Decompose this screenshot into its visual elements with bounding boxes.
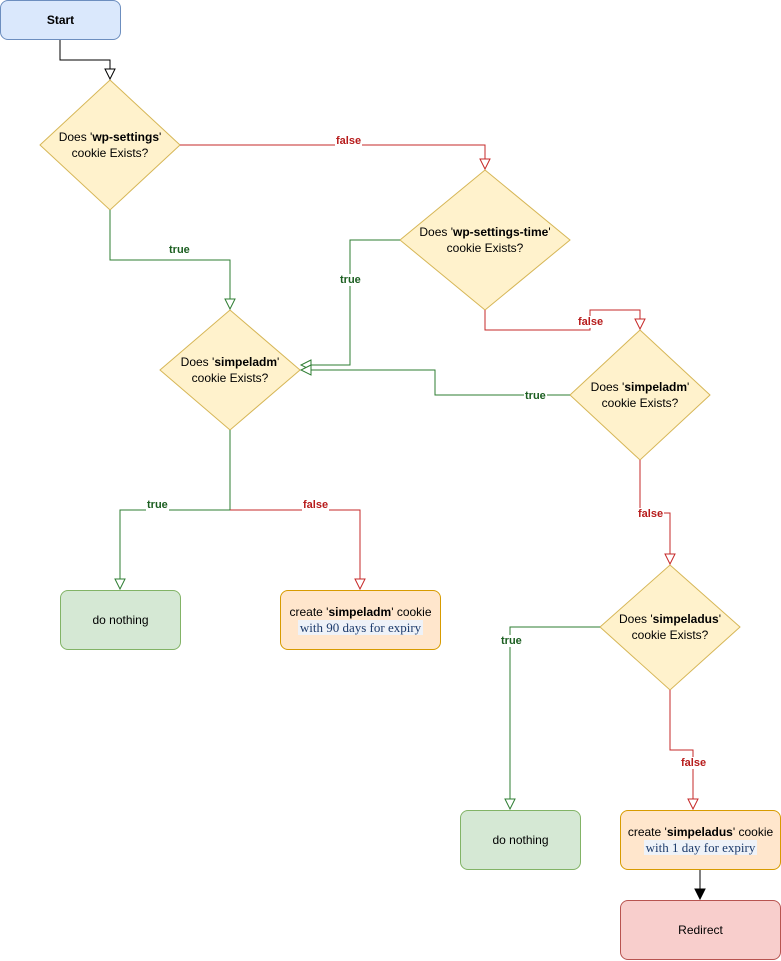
edge-wp-settings-time-true bbox=[302, 239, 400, 366]
edge-label-simpeladus-true: true bbox=[500, 635, 523, 647]
edge-label-wp-settings-false: false bbox=[335, 135, 363, 147]
create-simpeladus-node: create 'simpeladus' cookie with 1 day fo… bbox=[620, 810, 781, 870]
arrowhead-wp-settings-time-false bbox=[634, 318, 646, 331]
edge-label-wp-settings-time-false: false bbox=[577, 316, 605, 328]
edge-label-simpeladm-right-false: false bbox=[637, 508, 665, 520]
create-simpeladm-node: create 'simpeladm' cookie with 90 days f… bbox=[280, 590, 441, 650]
edge-simpeladm-left-false bbox=[230, 509, 361, 588]
arrowhead-wp-settings-true bbox=[224, 298, 236, 311]
decision-simpeladus-text: Does 'simpeladus' cookie Exists? bbox=[619, 612, 721, 642]
arrowhead-simpeladm-left-false bbox=[354, 578, 366, 591]
edge-wp-settings-time-false bbox=[484, 309, 641, 331]
edge-label-simpeladm-left-true: true bbox=[146, 499, 169, 511]
decision-simpeladm-right-text: Does 'simpeladm' cookie Exists? bbox=[590, 380, 690, 410]
arrowhead-simpeladus-false bbox=[687, 798, 699, 811]
edge-wp-settings-false bbox=[180, 144, 486, 168]
arrowhead-start bbox=[104, 68, 116, 81]
arrowhead-simpeladm-left-true bbox=[114, 578, 126, 591]
edge-label-simpeladus-false: false bbox=[680, 757, 708, 769]
edge-label-wp-settings-time-true: true bbox=[339, 274, 362, 286]
edge-simpeladm-left-true bbox=[119, 430, 231, 588]
create-simpeladus-line1: create 'simpeladus' cookie bbox=[627, 825, 774, 839]
create-simpeladm-line2: with 90 days for expiry bbox=[297, 620, 424, 635]
do-nothing-node-1: do nothing bbox=[60, 590, 181, 650]
arrowhead-simpeladm-right-true bbox=[299, 364, 312, 376]
do-nothing-node-2: do nothing bbox=[460, 810, 581, 870]
decision-wp-settings-text: Does 'wp-settings' cookie Exists? bbox=[58, 130, 162, 160]
start-label: Start bbox=[46, 13, 75, 27]
decision-simpeladm-left-text: Does 'simpeladm' cookie Exists? bbox=[180, 355, 280, 385]
arrowhead-simpeladm-right-false bbox=[664, 553, 676, 566]
edge-simpeladus-false bbox=[669, 690, 694, 808]
start-node: Start bbox=[0, 0, 121, 40]
edge-label-wp-settings-true: true bbox=[168, 244, 191, 256]
edge-label-simpeladm-left-false: false bbox=[302, 499, 330, 511]
edge-label-simpeladm-right-true: true bbox=[524, 390, 547, 402]
arrowhead-simpeladus-true bbox=[504, 798, 516, 811]
edge-start-to-wp-settings bbox=[59, 40, 111, 78]
edge-simpeladm-right-true bbox=[302, 369, 570, 396]
redirect-label: Redirect bbox=[678, 923, 723, 937]
edge-simpeladus-true bbox=[509, 626, 600, 808]
decision-wp-settings-time-text: Does 'wp-settings-time' cookie Exists? bbox=[419, 225, 551, 255]
redirect-node: Redirect bbox=[620, 900, 781, 960]
do-nothing-label-1: do nothing bbox=[92, 613, 149, 627]
create-simpeladm-line1: create 'simpeladm' cookie bbox=[289, 605, 432, 619]
edge-wp-settings-true bbox=[109, 210, 231, 308]
arrowhead-wp-settings-false bbox=[479, 158, 491, 171]
arrowhead-redirect bbox=[694, 888, 706, 901]
do-nothing-label-2: do nothing bbox=[492, 833, 549, 847]
create-simpeladus-line2: with 1 day for expiry bbox=[643, 840, 758, 855]
